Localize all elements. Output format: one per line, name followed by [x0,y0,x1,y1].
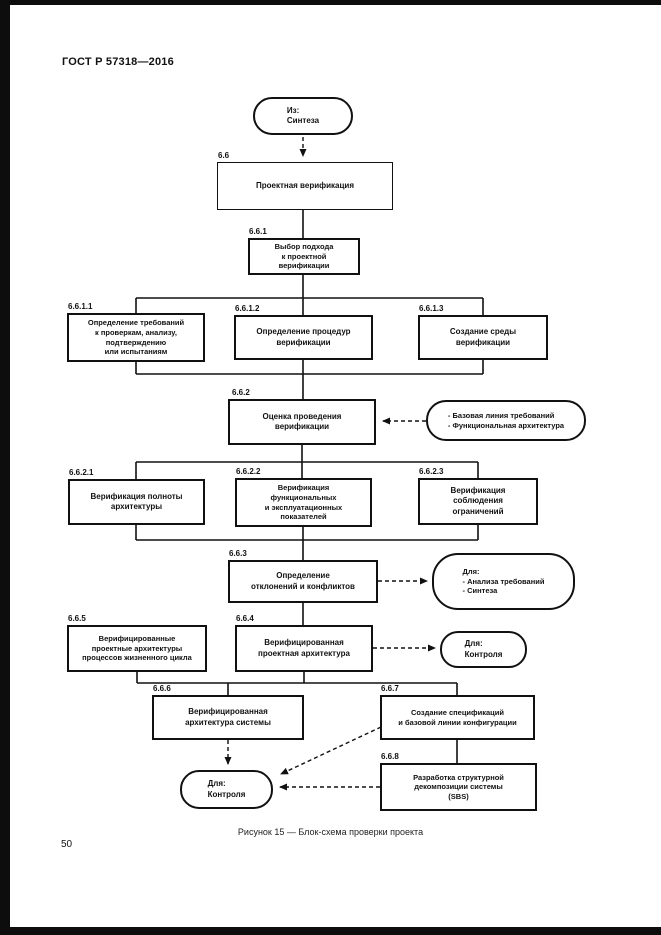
node-6-6-1-1-label: 6.6.1.1 [68,302,93,311]
node-6-6-3-label: 6.6.3 [229,549,247,558]
node-6-6-6-verified-system-architecture: Верифицированная архитектура системы [152,695,304,740]
start-node-from-synthesis: Из: Синтеза [253,97,353,135]
node-6-6-3-deviations-conflicts: Определение отклонений и конфликтов [228,560,378,603]
scan-edge-left [0,0,10,935]
node-6-6-1-label: 6.6.1 [249,227,267,236]
node-6-6-8-sbs-development: Разработка структурной декомпозиции сист… [380,763,537,811]
node-6-6-4-verified-design-architecture: Верифицированная проектная архитектура [235,625,373,672]
figure-caption: Рисунок 15 — Блок-схема проверки проекта [237,827,424,837]
page-number: 50 [61,839,73,850]
node-6-6-2-1-label: 6.6.2.1 [69,468,94,477]
node-6-6-design-verification: Проектная верификация [217,162,393,210]
edge-6-6-2-fanout [135,445,479,479]
scan-edge-bottom [0,927,661,935]
node-6-6-2-verification-assessment: Оценка проведения верификации [228,399,376,445]
node-6-6-6-label: 6.6.6 [153,684,171,693]
edge-row2-fanin-6-6-3 [135,525,479,560]
end-node-for-control: Для: Контроля [180,770,273,809]
document-header: ГОСТ Р 57318—2016 [62,56,174,68]
node-6-6-1-approach-selection: Выбор подхода к проектной верификации [248,238,360,275]
node-6-6-2-2-label: 6.6.2.2 [236,467,261,476]
node-6-6-1-1-requirements-definition: Определение требований к проверкам, анал… [67,313,205,362]
node-6-6-2-1-completeness-verification: Верификация полноты архитектуры [68,479,205,525]
node-6-6-5-lifecycle-architectures: Верифицированные проектные архитектуры п… [67,625,207,672]
node-6-6-4-label: 6.6.4 [236,614,254,623]
node-6-6-1-2-label: 6.6.1.2 [235,304,260,313]
edge-6-6-7-to-control [280,726,382,775]
node-6-6-2-3-constraints-verification: Верификация соблюдения ограничений [418,478,538,525]
node-6-6-label: 6.6 [218,151,230,160]
edge-bus-6-6-6-6-6-7 [136,672,458,695]
scan-edge-top [0,0,661,5]
output-note-for-control: Для: Контроля [440,631,527,668]
input-note-baseline-architecture: - Базовая линия требований - Функциональ… [426,400,586,441]
output-note-analysis-synthesis: Для: - Анализа требований - Синтеза [432,553,575,610]
node-6-6-2-label: 6.6.2 [232,388,250,397]
node-6-6-1-3-environment-creation: Создание среды верификации [418,315,548,360]
node-6-6-7-label: 6.6.7 [381,684,399,693]
node-6-6-7-specifications-baseline: Создание спецификаций и базовой линии ко… [380,695,535,740]
edge-row1-fanin-6-6-2 [135,360,484,399]
node-6-6-8-label: 6.6.8 [381,752,399,761]
node-6-6-1-2-procedures-definition: Определение процедур верификации [234,315,373,360]
node-6-6-5-label: 6.6.5 [68,614,86,623]
node-6-6-1-3-label: 6.6.1.3 [419,304,444,313]
node-6-6-2-2-functional-verification: Верификация функциональных и эксплуатаци… [235,478,372,527]
node-6-6-2-3-label: 6.6.2.3 [419,467,444,476]
edge-6-6-1-fanout [135,275,484,315]
